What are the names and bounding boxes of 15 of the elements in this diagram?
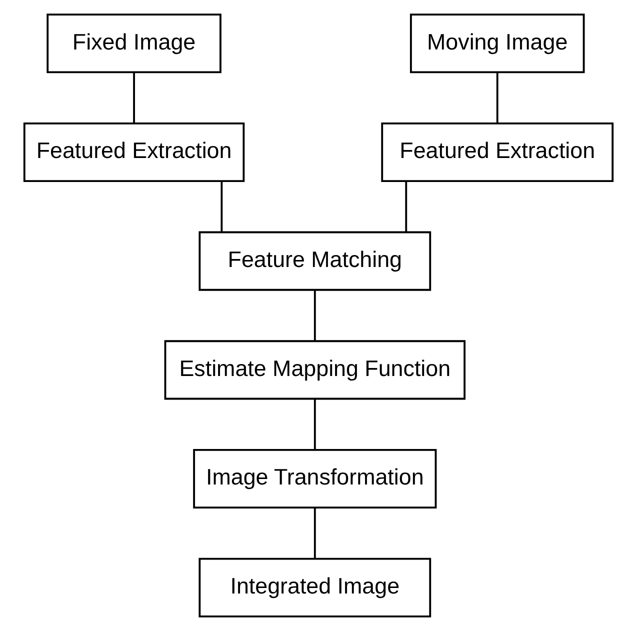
node-box: Estimate Mapping Function (164, 340, 466, 400)
node-box: Feature Matching (198, 231, 432, 291)
connector (314, 508, 316, 558)
node-box: Featured Extraction (381, 122, 614, 182)
connector (405, 181, 408, 232)
connector (133, 72, 135, 123)
node-box: Moving Image (410, 14, 585, 74)
node-box: Featured Extraction (23, 122, 245, 182)
node-box: Image Transformation (193, 448, 437, 509)
node-box: Integrated Image (198, 558, 432, 618)
connector (314, 290, 316, 341)
connector (314, 399, 316, 450)
connector (220, 181, 223, 232)
connector (496, 72, 498, 123)
node-box: Fixed Image (46, 14, 222, 74)
